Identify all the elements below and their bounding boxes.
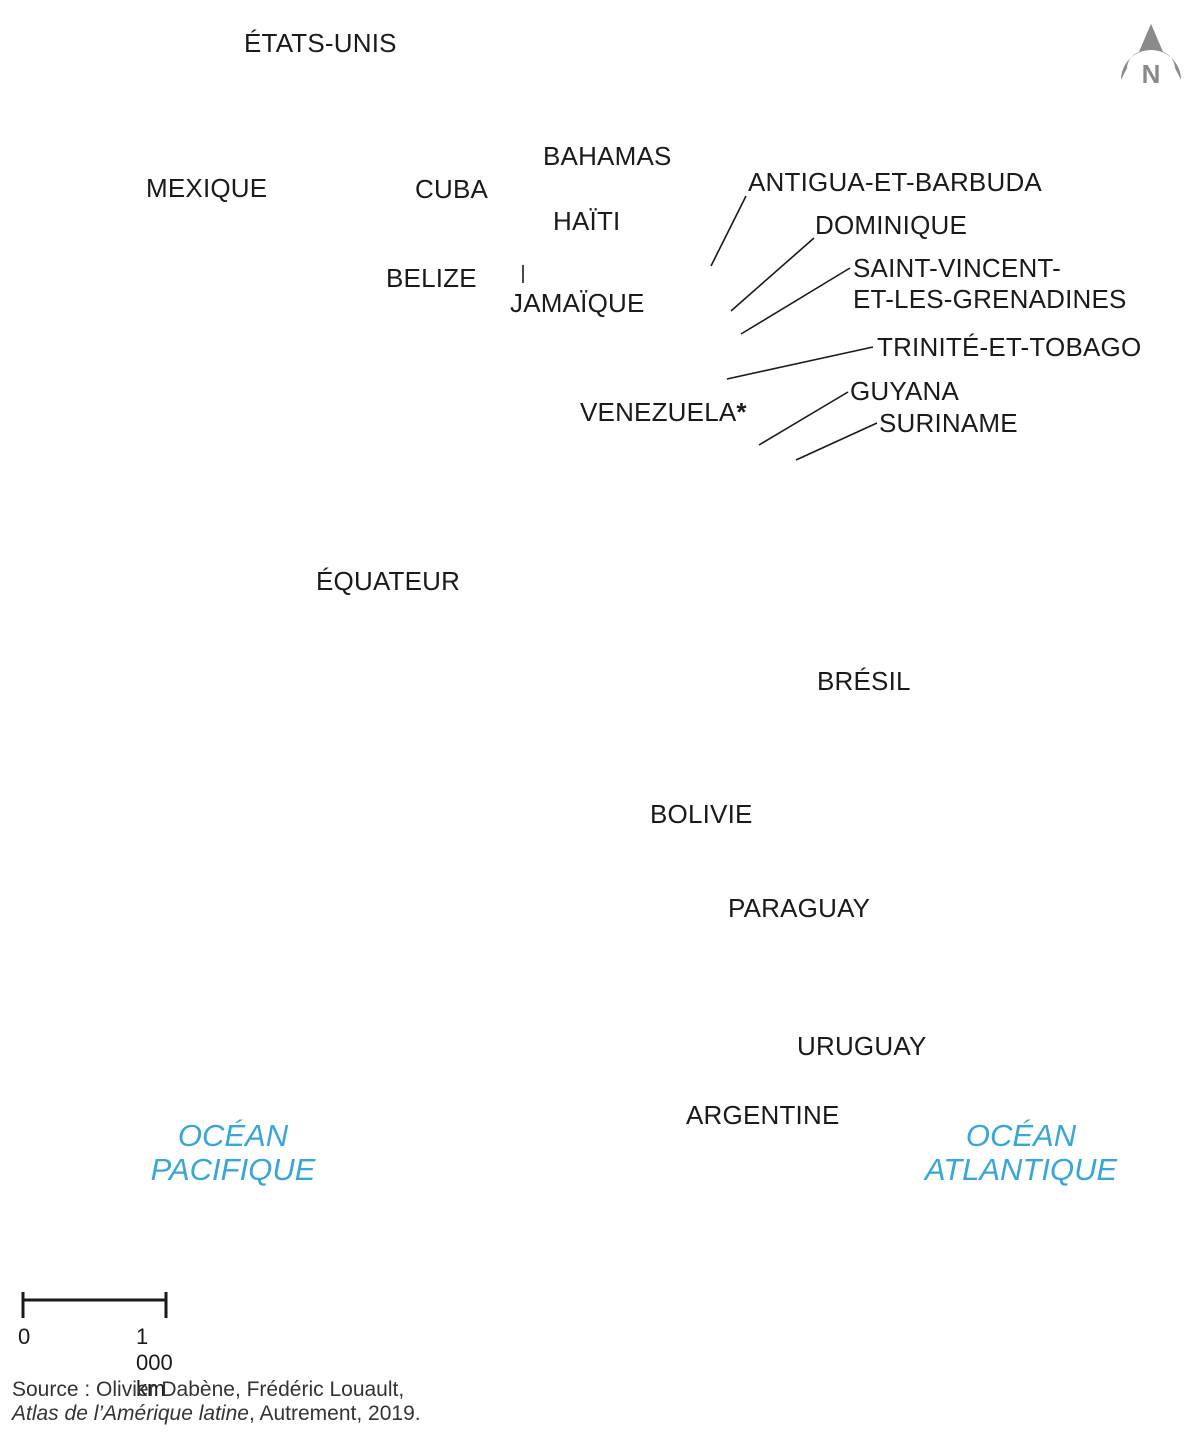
label-etats-unis: ÉTATS-UNIS [244, 28, 397, 58]
label-venezuela-name: VENEZUELA [580, 397, 737, 427]
leader-trinite [726, 346, 874, 380]
source-citation: Source : Olivier Dabène, Frédéric Louaul… [12, 1378, 421, 1426]
leader-saint-vincent [740, 267, 851, 335]
label-saint-vincent-line2: ET-LES-GRENADINES [853, 284, 1127, 314]
leader-dominique [730, 237, 815, 312]
scale-start-label: 0 [18, 1324, 31, 1349]
label-venezuela: VENEZUELA* [580, 397, 747, 427]
label-jamaique: JAMAÏQUE [510, 288, 645, 318]
label-cuba: CUBA [415, 174, 489, 204]
label-bahamas: BAHAMAS [543, 141, 672, 171]
ocean-atlantique-line1: OCÉAN [965, 1118, 1077, 1153]
venezuela-asterisk: * [736, 397, 747, 427]
leader-antigua [710, 195, 747, 267]
north-letter: N [1141, 59, 1161, 89]
label-bresil: BRÉSIL [817, 666, 911, 696]
label-paraguay: PARAGUAY [728, 893, 871, 923]
ocean-pacifique-line1: OCÉAN [177, 1118, 289, 1153]
label-mexique: MEXIQUE [146, 173, 268, 203]
label-suriname: SURINAME [879, 408, 1018, 438]
label-ocean-pacifique: OCÉAN PACIFIQUE [133, 1119, 333, 1187]
label-dominique: DOMINIQUE [815, 210, 968, 240]
label-trinite-et-tobago: TRINITÉ-ET-TOBAGO [877, 332, 1142, 362]
label-argentine: ARGENTINE [686, 1100, 840, 1130]
label-belize: BELIZE [386, 263, 477, 293]
label-bolivie: BOLIVIE [650, 799, 753, 829]
source-rest: , Autrement, 2019. [248, 1402, 421, 1425]
label-guyana: GUYANA [850, 376, 960, 406]
scale-bar-graphic [21, 1292, 168, 1318]
north-arrow-icon [1121, 24, 1181, 80]
label-antigua-et-barbuda: ANTIGUA-ET-BARBUDA [748, 167, 1042, 197]
label-haiti: HAÏTI [553, 206, 621, 236]
ocean-pacifique-line2: PACIFIQUE [150, 1152, 316, 1187]
leader-guyana [758, 391, 849, 446]
label-uruguay: URUGUAY [797, 1031, 927, 1061]
label-ocean-atlantique: OCÉAN ATLANTIQUE [911, 1119, 1131, 1187]
ocean-atlantique-line2: ATLANTIQUE [924, 1152, 1118, 1187]
source-line2: Atlas de l’Amérique latine, Autrement, 2… [12, 1402, 421, 1426]
source-line1: Source : Olivier Dabène, Frédéric Louaul… [12, 1378, 405, 1401]
source-title: Atlas de l’Amérique latine [12, 1402, 249, 1425]
north-arrow: N [1118, 22, 1184, 94]
scale-bar: 0 1 000 km [18, 1288, 188, 1401]
scale-end-label: 1 000 km [136, 1324, 173, 1401]
leader-suriname [795, 422, 878, 461]
label-equateur: ÉQUATEUR [316, 566, 461, 596]
label-saint-vincent-line1: SAINT-VINCENT- [853, 253, 1061, 283]
